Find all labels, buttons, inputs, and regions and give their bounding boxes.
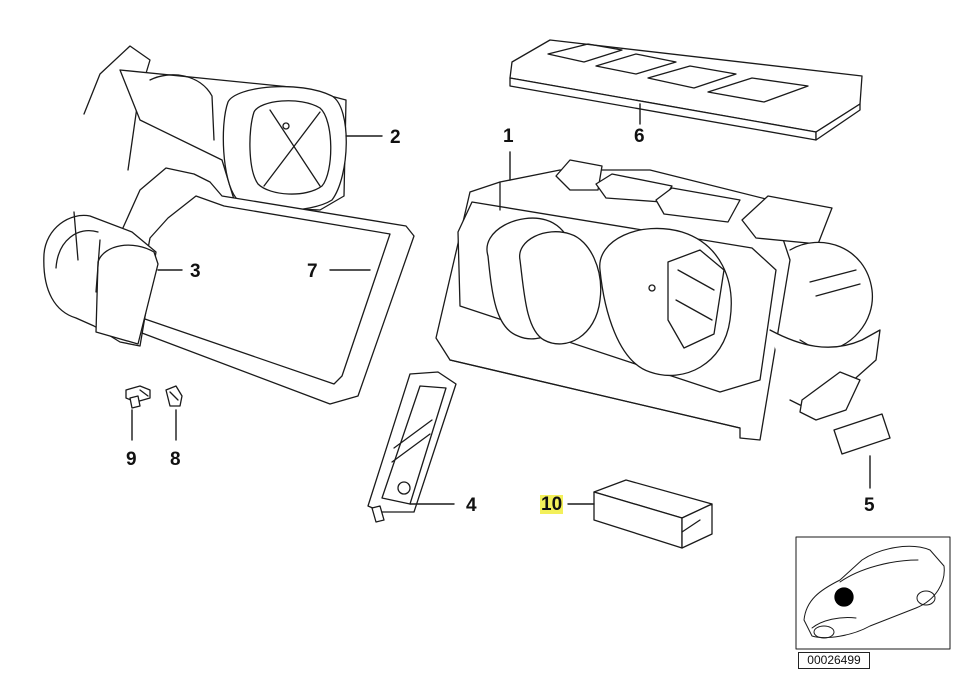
callout-6: 6 [634,126,645,147]
part-8-clip [166,386,182,406]
diagram-image-number: 00026499 [798,652,870,669]
part-4-duct-flap [368,372,456,522]
part-1-heater-housing [436,160,880,440]
callout-2: 2 [390,127,401,148]
callout-9: 9 [126,449,137,470]
callout-8: 8 [170,449,181,470]
part-6-filter-frame [510,40,862,140]
callout-7: 7 [307,261,318,282]
leader-lines [132,104,870,504]
callout-3: 3 [190,261,201,282]
callout-5: 5 [864,495,875,516]
callout-1: 1 [503,126,514,147]
callout-10-highlighted: 10 [540,494,564,515]
locator-dot [835,588,853,606]
part-10-box [594,480,712,548]
part-7-gasket-frame [122,168,414,404]
part-2-blower-housing [84,46,346,210]
vehicle-locator-inset [796,537,950,649]
part-3-blower-half [44,212,158,346]
part-5-pad [834,414,890,454]
callout-4: 4 [466,495,477,516]
part-9-screw [126,386,150,408]
